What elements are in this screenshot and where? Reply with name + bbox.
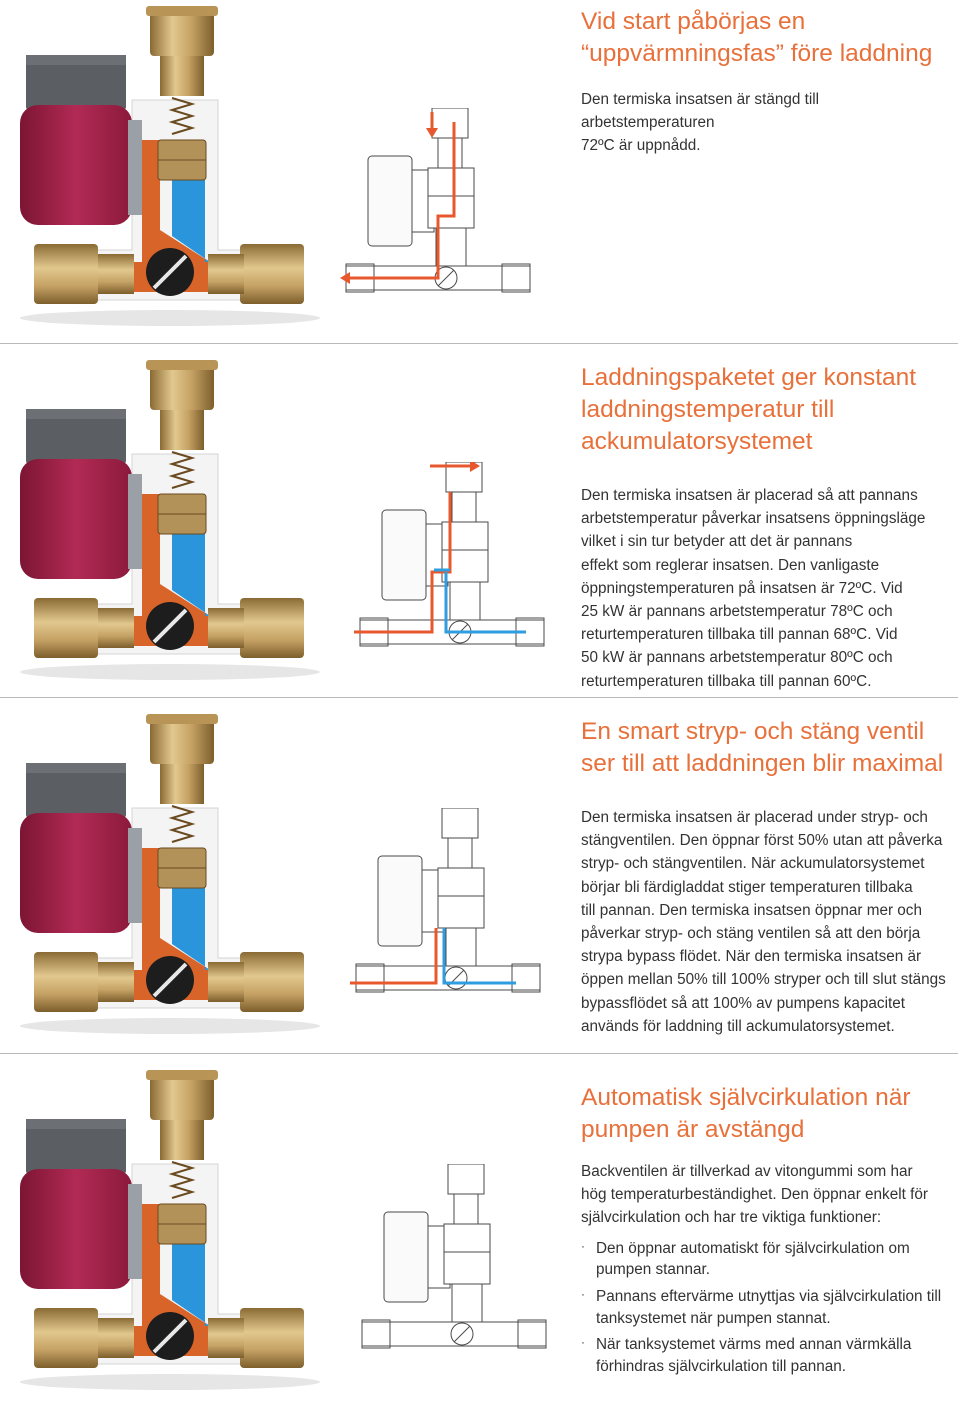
flow-schematic-charging: [354, 462, 545, 647]
section-throttle-valve: En smart stryp- och stäng ventil ser til…: [0, 698, 960, 1053]
section-body: Backventilen är tillverkad av vitongummi…: [581, 1163, 928, 1227]
section-divider: [0, 1053, 958, 1054]
section-startup-heating: Vid start påbörjas en “uppvärmningsfas” …: [0, 0, 960, 343]
section-divider: [0, 697, 958, 698]
bullet-dot: ·: [581, 1286, 585, 1301]
flow-schematic-throttle: [350, 808, 541, 993]
section-self-circulation: Automatisk självcirkulation när pumpen ä…: [0, 1054, 960, 1403]
function-list: · Den öppnar automatiskt för självcirkula…: [581, 1238, 956, 1378]
section-title: En smart stryp- och stäng ventil ser til…: [581, 718, 944, 777]
section-body: Den termiska insatsen är placerad så att…: [581, 487, 926, 690]
section-divider: [0, 343, 958, 344]
list-item-text: När tanksystemet värms med annan värmkäl…: [596, 1335, 912, 1375]
section-constant-charging: Laddningspaketet ger konstant laddningst…: [0, 344, 960, 697]
section-title: Vid start påbörjas en “uppvärmningsfas” …: [581, 8, 933, 67]
section-title: Automatisk självcirkulation när pumpen ä…: [581, 1084, 911, 1143]
list-item: · När tanksystemet värms med annan värmkä…: [581, 1334, 956, 1378]
list-item-text: Pannans eftervärme utnyttjas via självci…: [596, 1287, 942, 1327]
bullet-dot: ·: [581, 1238, 585, 1253]
flow-schematic-self-circulation: [361, 1164, 547, 1349]
section-body: Den termiska insatsen är stängd till arb…: [581, 91, 820, 155]
list-item: · Pannans eftervärme utnyttjas via självc…: [581, 1286, 956, 1330]
section-title: Laddningspaketet ger konstant laddningst…: [581, 364, 917, 455]
bullet-dot: ·: [581, 1334, 585, 1349]
list-item-text: Den öppnar automatiskt för självcirkulat…: [596, 1239, 910, 1279]
list-item: · Den öppnar automatiskt för självcirkula…: [581, 1238, 956, 1282]
flow-schematic-startup: [340, 108, 531, 293]
section-body: Den termiska insatsen är placerad under …: [581, 809, 946, 1035]
